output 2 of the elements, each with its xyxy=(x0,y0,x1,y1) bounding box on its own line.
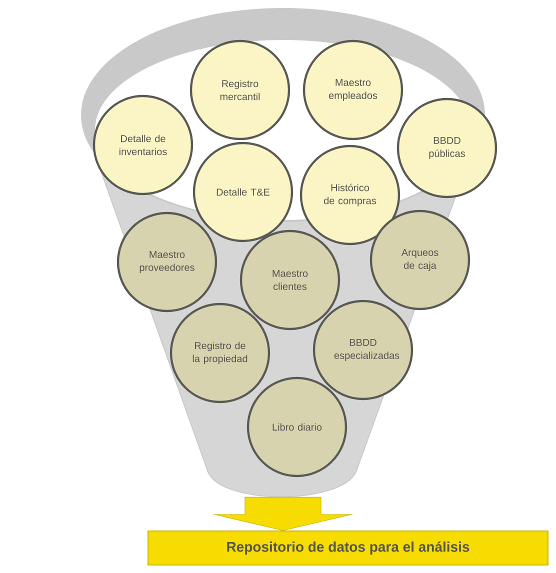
result-box: Repositorio de datos para el análisis xyxy=(148,530,548,566)
block-arrow xyxy=(212,496,354,531)
